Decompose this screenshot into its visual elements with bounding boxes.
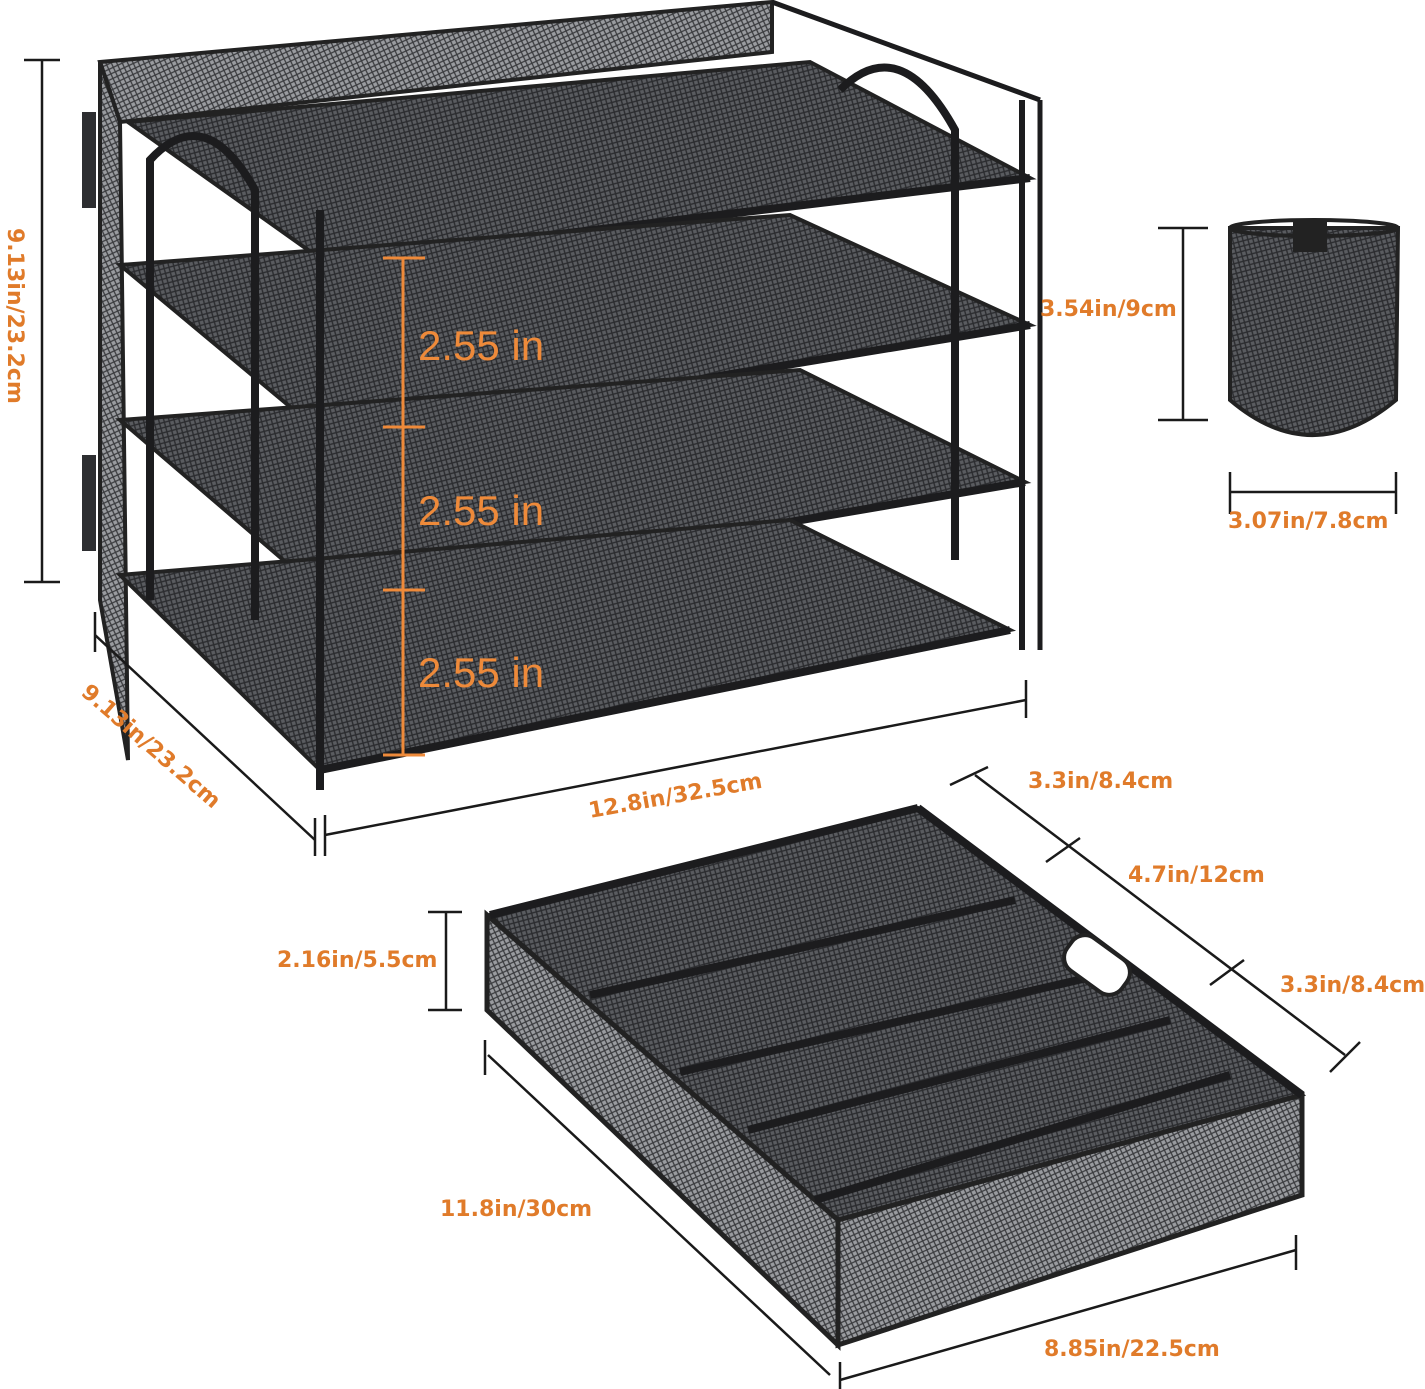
drawer-compartment-label-2: 4.7in/12cm (1128, 863, 1265, 888)
pen-holder-dimension-lines (1158, 226, 1398, 514)
pen-holder (1228, 218, 1401, 437)
left-clip-top (82, 112, 96, 208)
drawer-height-label: 2.16in/5.5cm (277, 948, 437, 973)
left-clip-bottom (82, 455, 96, 551)
drawer-handle-cutout (1062, 933, 1132, 997)
tier-gap-label-1: 2.55 in (418, 322, 544, 369)
drawer-dimension-lines (428, 765, 1361, 1389)
organizer-height-label: 9.13in/23.2cm (2, 228, 27, 404)
pen-holder-height-label: 3.54in/9cm (1040, 297, 1177, 322)
left-wire-arch (146, 132, 259, 620)
tier-gap-label-2: 2.55 in (418, 487, 544, 534)
tier-gap-ruler (383, 256, 425, 757)
drawer-divider-3 (746, 1016, 1172, 1134)
drawer (484, 804, 1307, 1351)
drawer-divider-4 (813, 1071, 1232, 1204)
right-wire-arch (837, 63, 959, 560)
drawer-divider-1 (589, 896, 1016, 999)
organizer-depth-label: 9.13in/23.2cm (76, 680, 225, 814)
organizer-width-label: 12.8in/32.5cm (587, 769, 764, 824)
organizer-dimension-lines (24, 58, 1028, 856)
tier-gap-label-3: 2.55 in (418, 649, 544, 696)
drawer-divider-2 (679, 971, 1101, 1076)
desk-organizer (82, 0, 1043, 790)
drawer-compartment-label-1: 3.3in/8.4cm (1028, 769, 1173, 794)
drawer-length-label: 11.8in/30cm (440, 1197, 592, 1222)
organizer-left-panel (98, 61, 130, 761)
drawer-compartment-label-3: 3.3in/8.4cm (1280, 973, 1425, 998)
pen-holder-width-label: 3.07in/7.8cm (1228, 509, 1388, 534)
drawer-width-label: 8.85in/22.5cm (1044, 1337, 1220, 1362)
drawer-front-wall (835, 1091, 1305, 1349)
pen-holder-clip (1293, 222, 1327, 252)
